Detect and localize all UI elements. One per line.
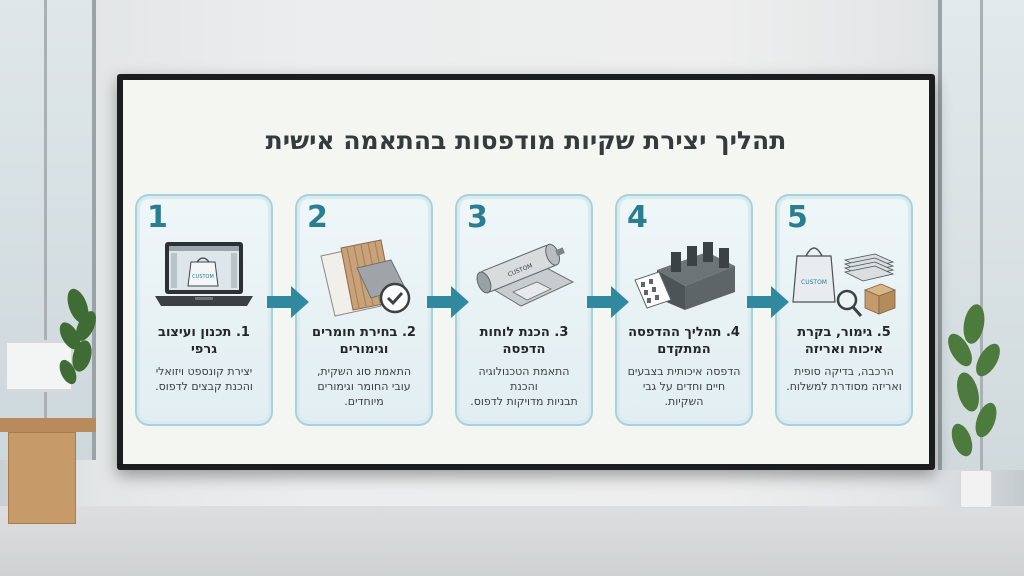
laptop-icon: CUSTOM (155, 242, 253, 306)
printing-plate-icon: CUSTOM (476, 243, 575, 307)
background-desk-cabinet (8, 432, 76, 524)
arrow-right-icon (427, 286, 469, 318)
background-window-right (938, 0, 1024, 470)
printing-press-icon (634, 242, 735, 310)
background-plant-left (59, 288, 96, 385)
board-surface: תהליך יצירת שקיות מודפסות בהתאמה אישית 1… (123, 80, 929, 464)
laptop-bag-text: CUSTOM (192, 274, 214, 280)
bag-text: CUSTOM (801, 279, 827, 286)
background-plant-pot (960, 470, 992, 508)
step-number: 4 (627, 200, 648, 235)
step-number: 5 (787, 200, 808, 235)
arrow-right-icon (747, 286, 789, 318)
background-desk (0, 418, 96, 432)
background-plant-right (948, 304, 1000, 457)
packaging-icon: CUSTOM (792, 247, 897, 317)
arrow-right-icon (267, 286, 309, 318)
background-floor (0, 506, 1024, 576)
arrow-right-icon (587, 286, 629, 318)
step-number: 1 (147, 200, 168, 235)
infographic-board: תהליך יצירת שקיות מודפסות בהתאמה אישית 1… (117, 74, 935, 470)
materials-icon (320, 239, 411, 317)
board-title: תהליך יצירת שקיות מודפסות בהתאמה אישית (265, 126, 787, 155)
step-number: 3 (467, 200, 488, 235)
step-number: 2 (307, 200, 328, 235)
